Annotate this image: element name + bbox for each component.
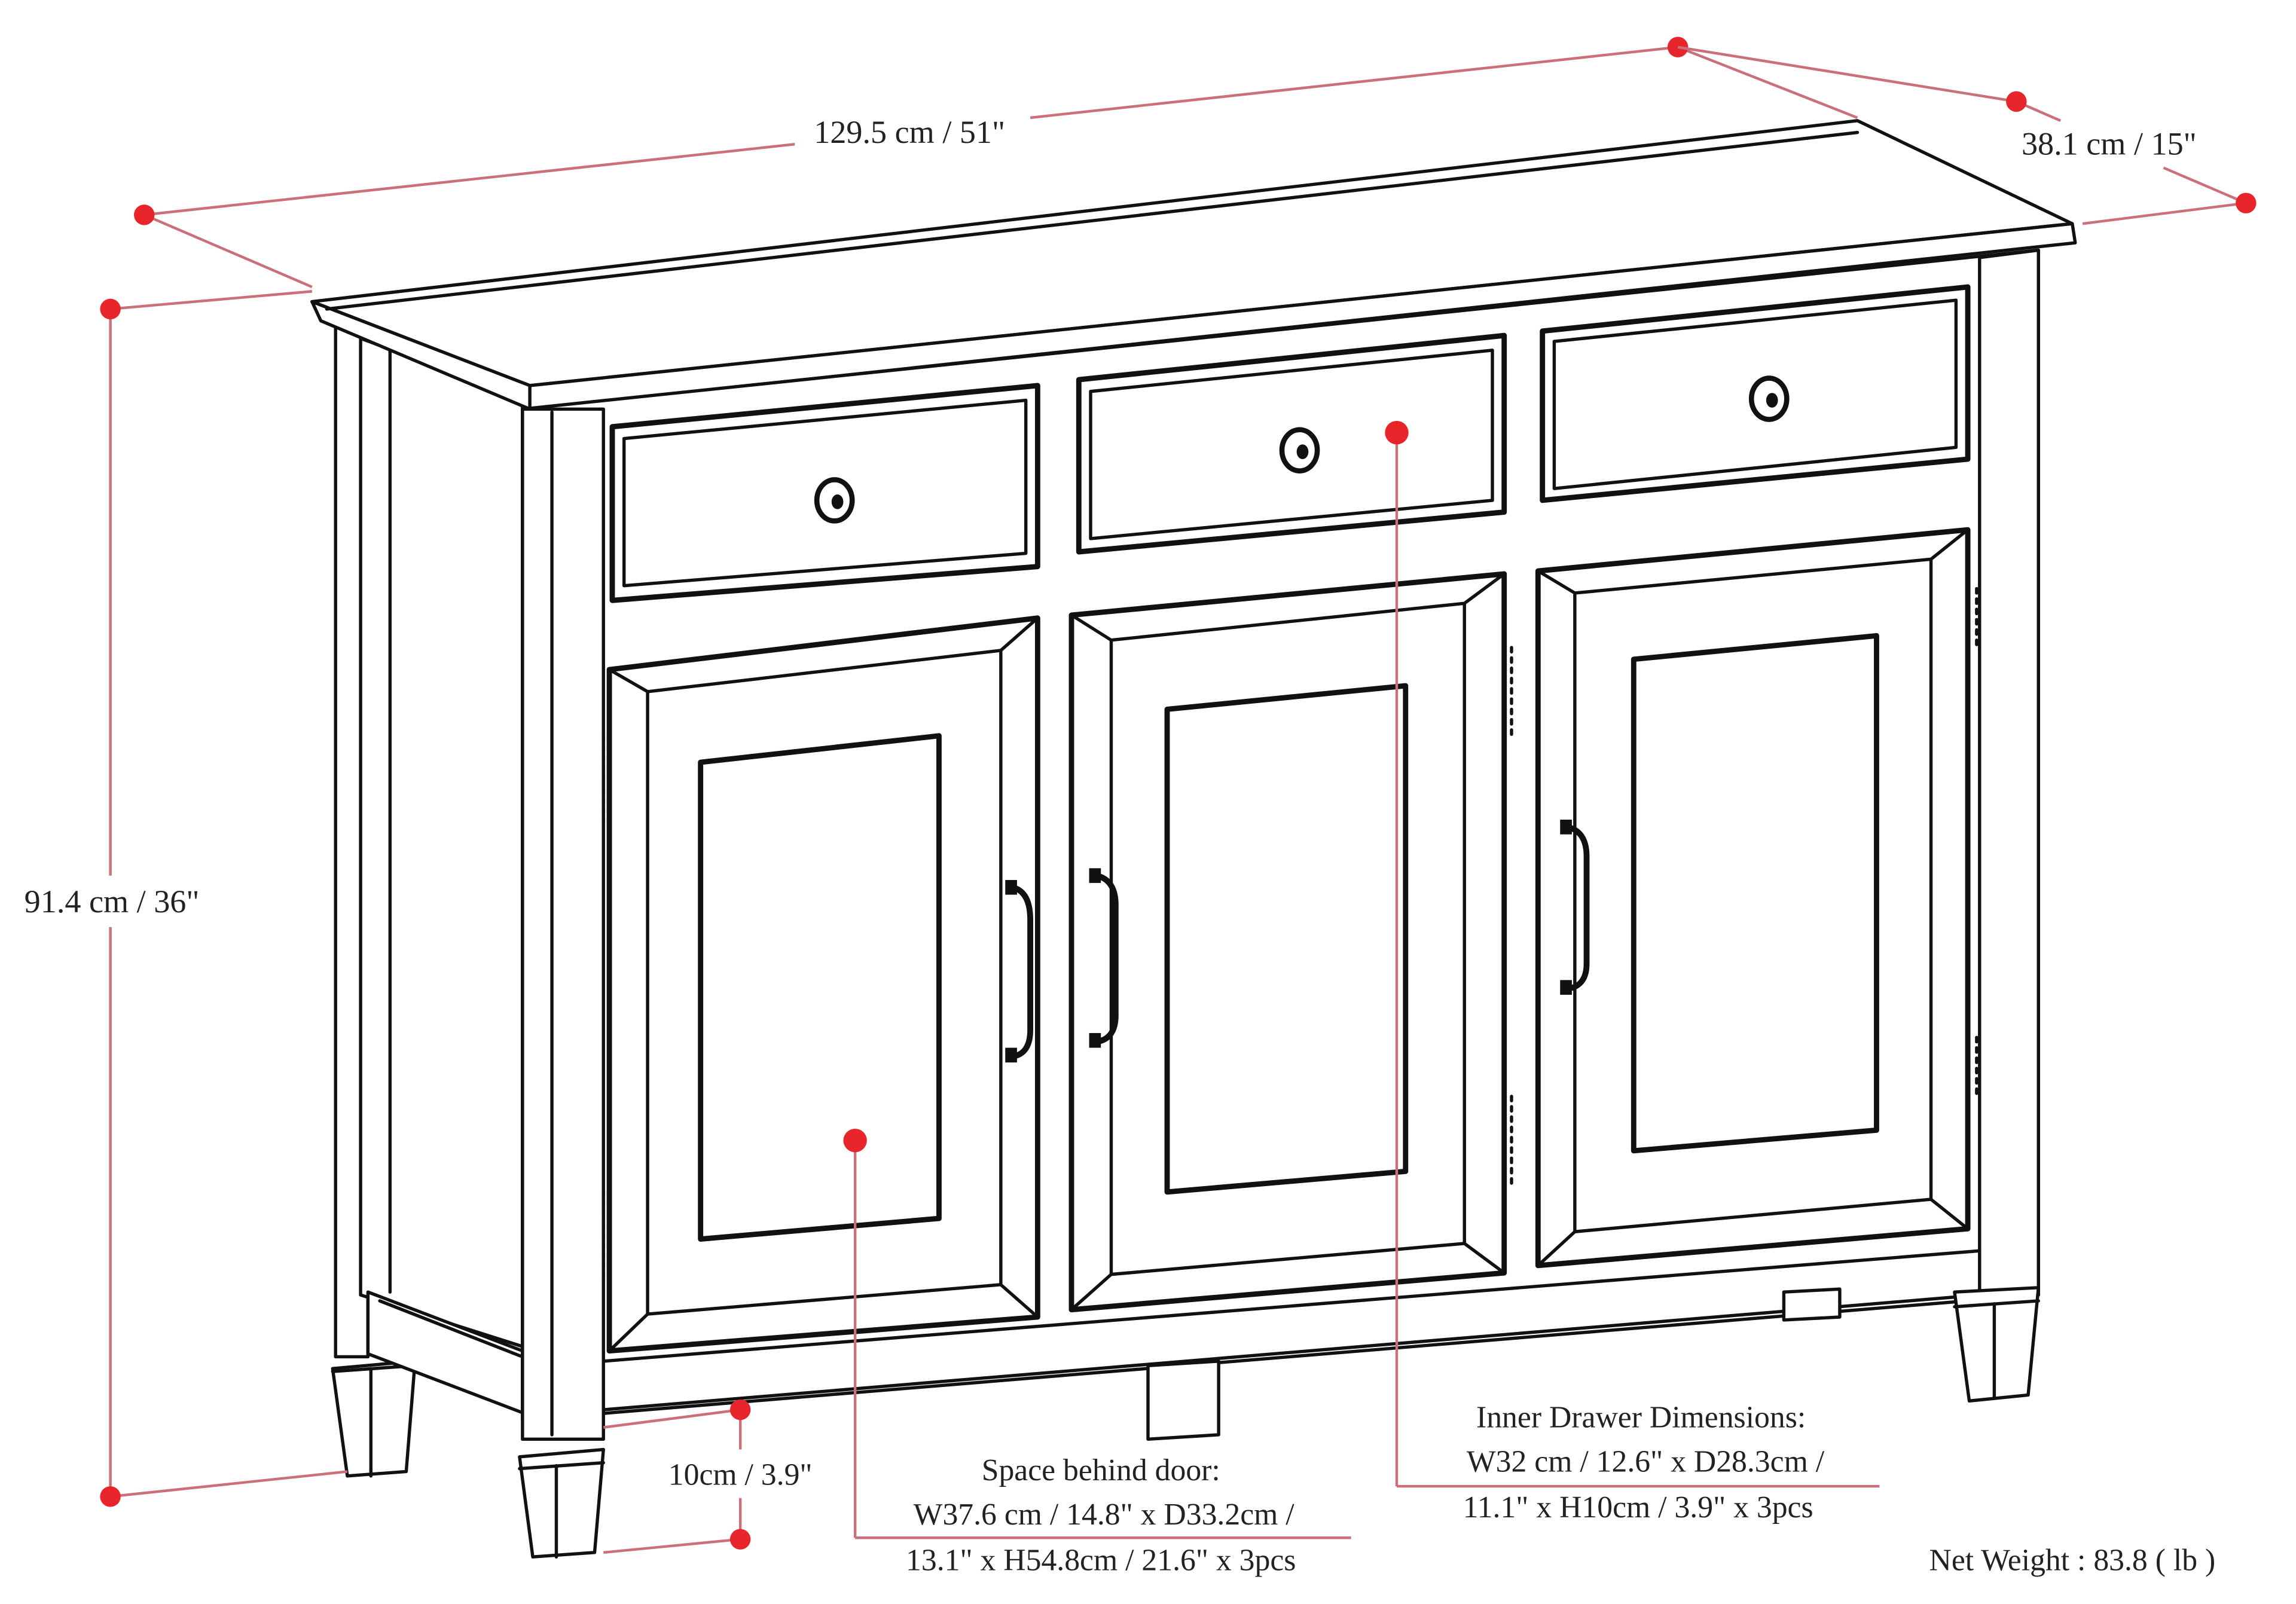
door-space-title: Space behind door:: [982, 1453, 1220, 1487]
drawer-title: Inner Drawer Dimensions:: [1476, 1401, 1806, 1435]
dimension-dot: [100, 298, 121, 320]
dimension-dot: [100, 1486, 121, 1507]
door-left: [606, 615, 1040, 1354]
door-space-line1: W37.6 cm / 14.8" x D33.2cm /: [914, 1498, 1295, 1532]
dimension-lines: 129.5 cm / 51" 38.1 cm / 15" 91.4 cm / 3…: [25, 36, 2257, 1577]
drawer-knob-icon: [814, 477, 855, 524]
dimension-dot: [2006, 91, 2027, 112]
dimension-dot: [729, 1529, 751, 1550]
hinge-marks: [602, 586, 1979, 1282]
back-middle-leg: [1146, 1359, 1220, 1441]
dimension-dot: [729, 1399, 751, 1420]
door-handle-icon: [1560, 820, 1590, 995]
door-handle-icon: [1005, 879, 1033, 1063]
drawer-line1: W32 cm / 12.6" x D28.3cm /: [1467, 1444, 1825, 1478]
door-right: [1535, 527, 1971, 1269]
width-label: 129.5 cm / 51": [814, 114, 1005, 150]
door-handle-icon: [1089, 868, 1119, 1048]
drawer-callout: Inner Drawer Dimensions: W32 cm / 12.6" …: [1385, 420, 1880, 1524]
width-dimension: 129.5 cm / 51": [134, 36, 1858, 289]
height-dimension: 91.4 cm / 36": [25, 290, 348, 1507]
drawer-knob-icon: [1279, 427, 1320, 473]
door-middle: [1068, 571, 1507, 1313]
left-side-panel: [359, 337, 524, 1414]
dimension-dot: [1667, 36, 1689, 57]
cabinet-drawing: [310, 119, 2077, 1559]
back-right-leg: [1782, 1287, 1842, 1322]
leg-clearance-label: 10cm / 3.9": [668, 1458, 813, 1492]
dimension-dot: [134, 204, 155, 225]
drawer-line2: 11.1" x H10cm / 3.9" x 3pcs: [1463, 1490, 1813, 1524]
depth-dimension: 38.1 cm / 15": [1677, 45, 2257, 225]
dimension-dot: [843, 1128, 867, 1153]
drawers: [609, 284, 1971, 603]
doors: [602, 527, 1979, 1354]
drawer-left: [609, 383, 1040, 603]
leg-clearance-dimension: 10cm / 3.9": [603, 1399, 813, 1554]
dimension-dot: [1385, 420, 1409, 445]
drawer-right: [1540, 284, 1971, 503]
door-space-callout: Space behind door: W37.6 cm / 14.8" x D3…: [843, 1128, 1351, 1577]
dimension-dot: [2236, 193, 2257, 213]
cabinet-top: [310, 119, 2077, 411]
drawer-knob-icon: [1748, 375, 1790, 422]
door-space-line2: 13.1" x H54.8cm / 21.6" x 3pcs: [906, 1543, 1296, 1577]
net-weight-label: Net Weight : 83.8 ( lb ): [1929, 1543, 2216, 1577]
front-right-leg: [1953, 1286, 2040, 1403]
depth-label: 38.1 cm / 15": [2022, 126, 2197, 161]
front-left-leg: [518, 1447, 605, 1559]
height-label: 91.4 cm / 36": [25, 884, 200, 919]
drawer-middle: [1076, 332, 1507, 555]
front-frame: [521, 248, 2040, 1441]
